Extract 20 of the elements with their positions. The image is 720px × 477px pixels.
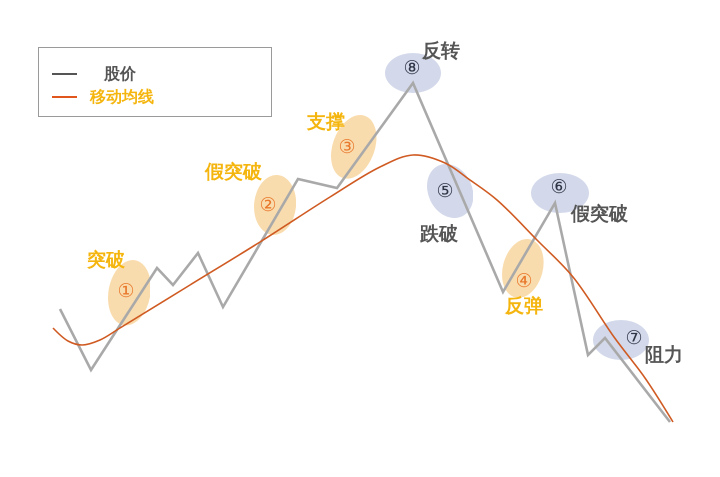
circled-number: ② <box>259 194 276 215</box>
circled-number: ⑧ <box>403 58 421 78</box>
annotation-label: 反转 <box>422 40 460 62</box>
circled-number: ⑤ <box>436 180 454 201</box>
annotation-label: 反弹 <box>505 295 543 317</box>
annotation-label: 突破 <box>87 249 125 271</box>
annotation-label: 阻力 <box>645 344 683 366</box>
annotation-label: 假突破 <box>205 161 262 183</box>
highlight-ellipse <box>426 164 474 218</box>
legend-label: 移动均线 <box>90 87 154 107</box>
circled-number: ④ <box>515 270 532 291</box>
annotation-label: 假突破 <box>571 203 628 225</box>
circled-number: ③ <box>338 136 356 157</box>
highlight-ellipse <box>502 238 544 298</box>
annotation-label: 跌破 <box>420 223 458 245</box>
circled-number: ① <box>117 280 134 301</box>
circled-number: ⑦ <box>625 328 643 348</box>
legend-label: 股价 <box>104 64 136 84</box>
circled-number: ⑥ <box>550 177 568 197</box>
annotation-label: 支撑 <box>307 111 345 133</box>
